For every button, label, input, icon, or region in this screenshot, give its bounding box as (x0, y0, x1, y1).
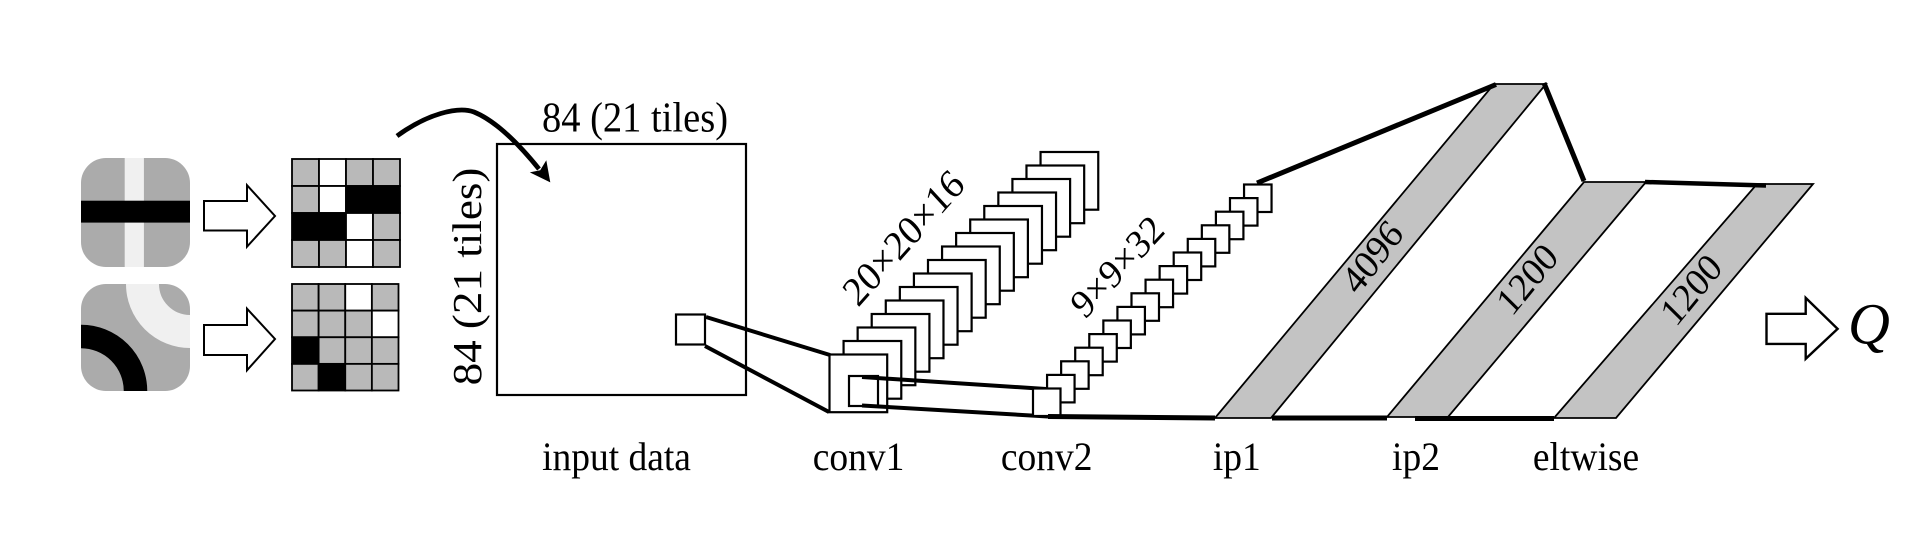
svg-text:ip1: ip1 (1213, 435, 1261, 480)
svg-text:input data: input data (542, 435, 691, 480)
svg-text:eltwise: eltwise (1533, 435, 1639, 480)
svg-text:conv2: conv2 (1001, 435, 1093, 480)
svg-text:84 (21 tiles): 84 (21 tiles) (446, 168, 491, 386)
svg-text:ip2: ip2 (1392, 435, 1440, 480)
svg-text:84 (21 tiles): 84 (21 tiles) (542, 94, 728, 141)
svg-text:conv1: conv1 (813, 435, 905, 480)
svg-text:Q: Q (1848, 292, 1890, 357)
